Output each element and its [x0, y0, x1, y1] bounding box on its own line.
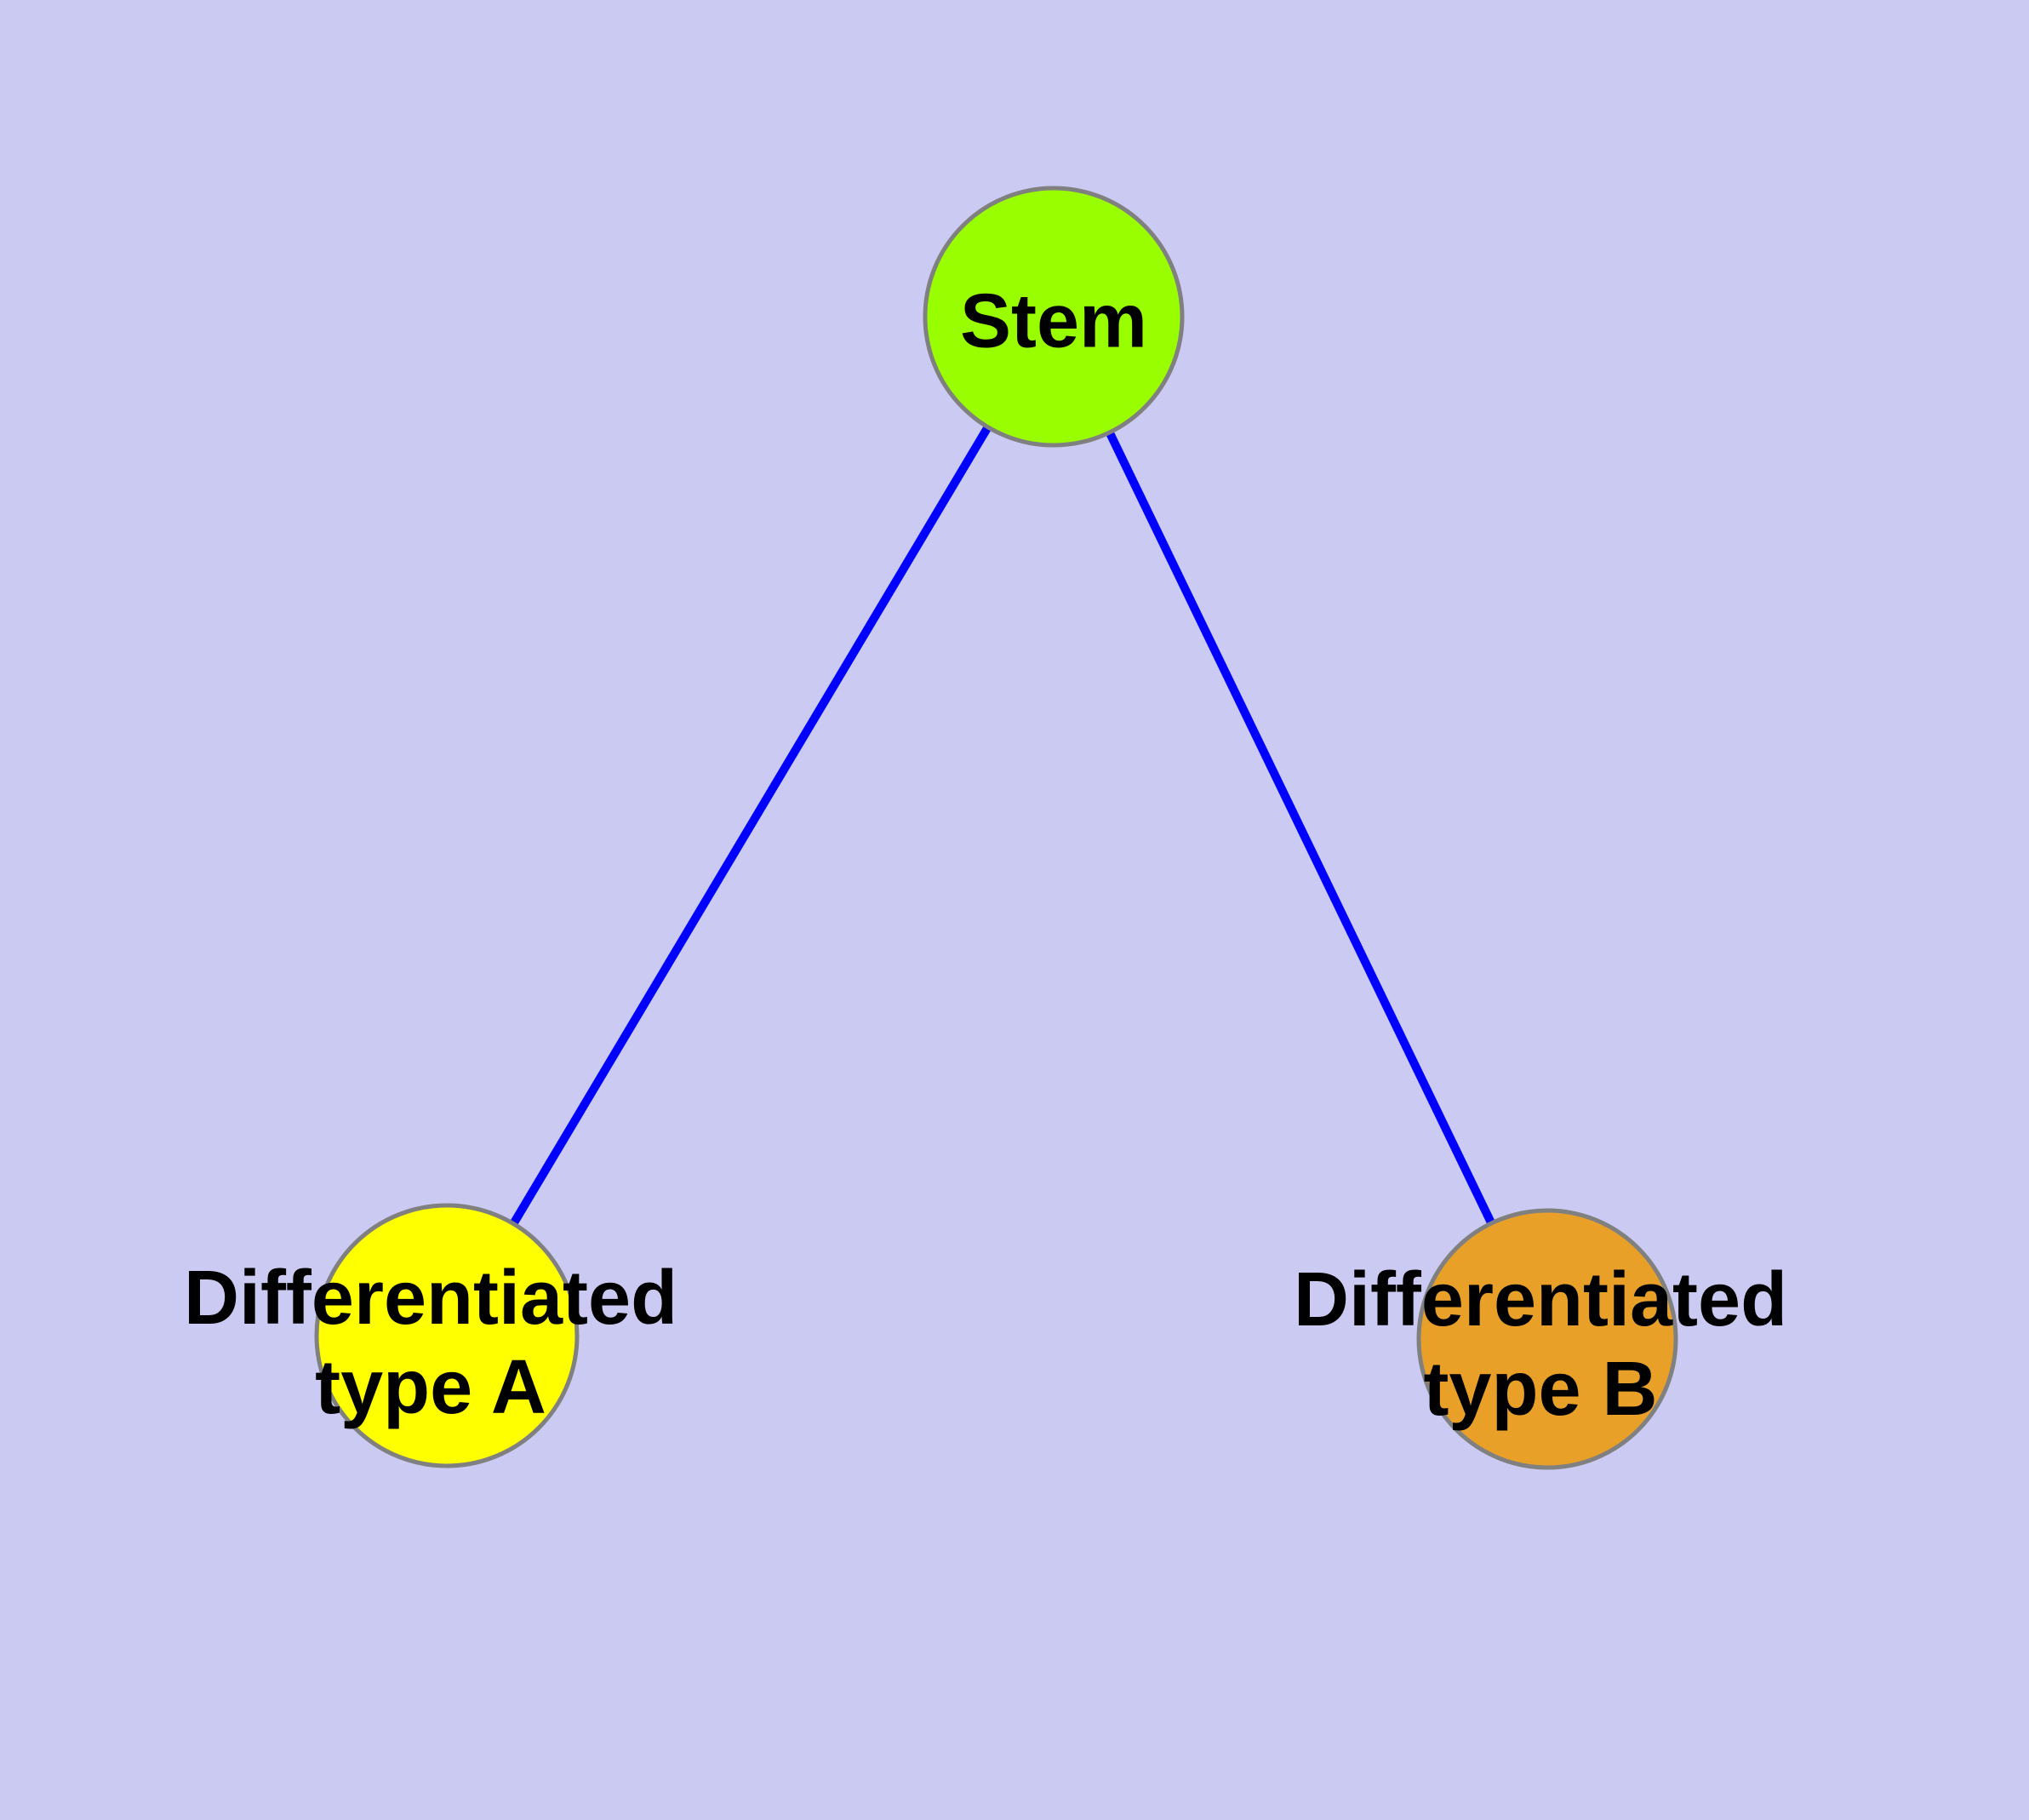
node-stem-circle	[923, 186, 1185, 448]
edge-stem-to-typeb	[1049, 314, 1552, 1342]
node-typea-label: Differentiated type A	[183, 1256, 678, 1430]
node-stem-label: Stem	[959, 278, 1148, 364]
edge-stem-to-typea	[443, 314, 1058, 1338]
node-typeb-label: Differentiated type B	[1293, 1257, 1788, 1432]
node-typeb-circle	[1416, 1208, 1678, 1470]
node-typea-circle	[314, 1203, 580, 1468]
